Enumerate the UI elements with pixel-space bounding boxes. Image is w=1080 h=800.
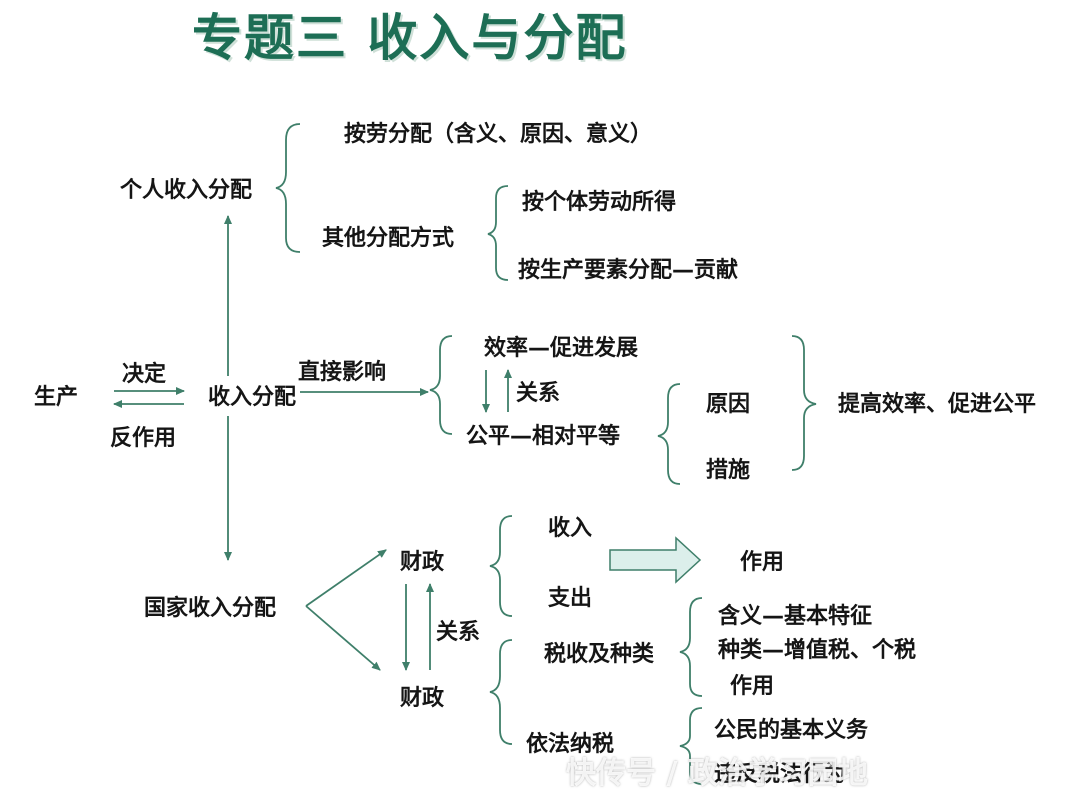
node-conclusion: 提高效率、促进公平 (838, 392, 1037, 417)
node-expenditure: 支出 (548, 586, 593, 611)
node-tax-kinds: 种类—增值税、个税 (718, 638, 917, 663)
watermark-text: 快传号 / 政治学习园地 (566, 756, 868, 791)
brace-conclusion (791, 335, 817, 471)
brace-other-methods (487, 185, 509, 281)
node-individual-labor: 按个体劳动所得 (522, 190, 677, 215)
label-relation-finance: 关系 (436, 620, 481, 645)
node-violations: 违反税法行为 (714, 762, 847, 787)
node-reason: 原因 (706, 392, 751, 417)
node-finance-bottom: 财政 (400, 686, 445, 711)
node-tax-meaning: 含义—基本特征 (718, 604, 873, 629)
page-title: 专题三 收入与分配 (192, 9, 628, 67)
node-finance-top: 财政 (400, 550, 445, 575)
node-effect: 作用 (740, 550, 785, 575)
arrow-revenue-effect (609, 536, 702, 584)
node-pay-tax: 依法纳税 (526, 732, 615, 757)
brace-tax-types (679, 597, 703, 697)
label-reacts: 反作用 (110, 426, 177, 451)
node-citizen-duty: 公民的基本义务 (714, 718, 869, 743)
node-tax-types: 税收及种类 (544, 642, 655, 667)
node-revenue: 收入 (548, 516, 593, 541)
node-labor-distribution: 按劳分配（含义、原因、意义） (343, 122, 652, 147)
brace-finance-top (489, 515, 513, 617)
brace-finance-bottom (489, 639, 513, 745)
node-national-income: 国家收入分配 (144, 596, 277, 621)
brace-personal-income (275, 123, 301, 253)
brace-pay-tax (679, 707, 703, 785)
node-factor-distribution: 按生产要素分配—贡献 (518, 258, 739, 283)
label-decides: 决定 (122, 362, 167, 387)
node-production: 生产 (34, 385, 79, 410)
node-fairness: 公平—相对平等 (466, 424, 621, 449)
arrow-to-finance-bottom (305, 605, 381, 671)
brace-efficiency-fairness (429, 335, 453, 435)
node-measure: 措施 (706, 458, 751, 483)
node-income-distribution: 收入分配 (208, 385, 297, 410)
node-personal-income: 个人收入分配 (120, 178, 253, 203)
arrow-to-finance-top (305, 549, 387, 607)
label-direct-impact: 直接影响 (298, 360, 387, 385)
node-tax-effect: 作用 (730, 674, 775, 699)
brace-reason-measure (657, 383, 681, 485)
node-efficiency: 效率—促进发展 (484, 336, 639, 361)
label-relation-efficiency-fairness: 关系 (516, 381, 561, 406)
node-other-methods: 其他分配方式 (322, 226, 455, 251)
